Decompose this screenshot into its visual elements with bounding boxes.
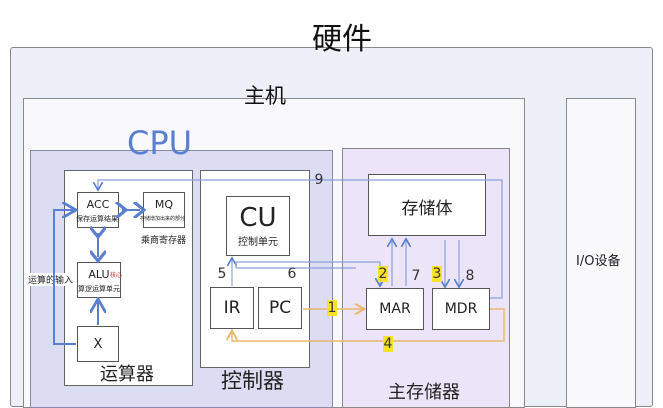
alu-desc: 算逻运算单元 — [78, 285, 120, 293]
io-device-box — [566, 98, 636, 408]
alu-input-label: 运算的输入 — [28, 273, 74, 286]
path-4 — [232, 308, 505, 342]
diagram-title: 硬件 — [312, 22, 372, 57]
host-label: 主机 — [244, 84, 286, 108]
storage-body: 存储体 — [368, 174, 486, 236]
acc-name: ACC — [86, 198, 110, 211]
mq-register: MQ 存储增加出来的部分 — [140, 192, 186, 228]
controller-label: 控制器 — [221, 369, 284, 393]
storage-name: 存储体 — [401, 199, 453, 219]
mar-name: MAR — [379, 301, 411, 317]
x-name: X — [93, 337, 103, 352]
alu-input-loop — [53, 210, 76, 345]
alu-name: ALU — [88, 268, 110, 281]
mq-desc: 存储增加出来的部分 — [140, 216, 186, 222]
step-2: 2 — [378, 266, 388, 282]
main-memory-label: 主存储器 — [388, 382, 460, 403]
step-1: 1 — [327, 300, 337, 316]
ir-name: IR — [223, 298, 241, 318]
step-4: 4 — [383, 336, 393, 352]
step-8: 8 — [465, 268, 475, 284]
alu-block: ALU 算逻运算单元 — [77, 262, 121, 298]
path-9 — [98, 179, 503, 299]
cu-desc: 控制单元 — [238, 237, 278, 248]
x-register: X — [77, 326, 119, 362]
io-device-label: I/O设备 — [576, 254, 621, 269]
ir-register: IR — [210, 287, 254, 329]
mq-caption: 乘商寄存器 — [141, 236, 187, 246]
pc-name: PC — [268, 298, 292, 318]
step-7: 7 — [411, 268, 421, 284]
step-9: 9 — [314, 172, 324, 188]
cu-block: CU 控制单元 — [226, 196, 290, 256]
step-6: 6 — [287, 266, 297, 282]
acc-desc: 保存运算结果 — [76, 215, 118, 223]
pc-register: PC — [258, 287, 302, 329]
cu-name: CU — [239, 203, 277, 233]
mq-name: MQ — [154, 198, 174, 211]
arithmetic-unit-label: 运算器 — [100, 364, 154, 385]
mdr-name: MDR — [444, 301, 478, 317]
path-6 — [235, 261, 380, 285]
step-3: 3 — [432, 266, 442, 282]
step-5: 5 — [217, 266, 227, 282]
cpu-label: CPU — [127, 124, 193, 162]
alu-note: 核心 — [110, 272, 123, 279]
mdr-register: MDR — [432, 288, 490, 330]
mar-register: MAR — [366, 288, 424, 330]
